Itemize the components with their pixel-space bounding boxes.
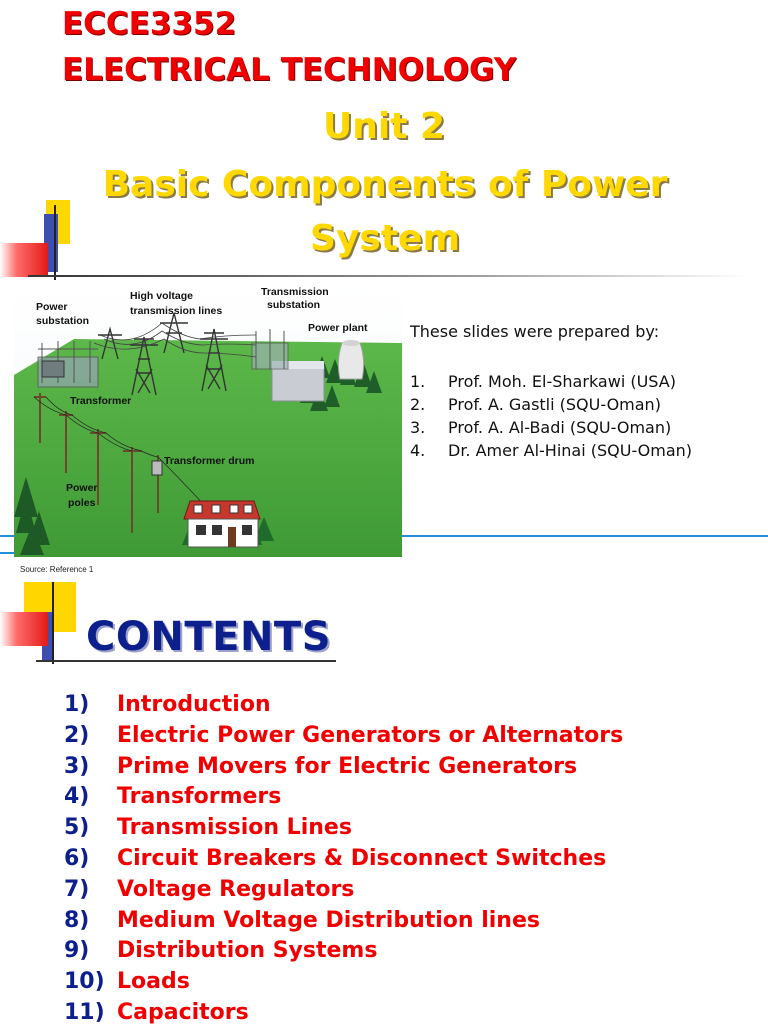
label-transformer: Transformer	[70, 395, 131, 407]
label-hv-lines: High voltage	[130, 290, 193, 302]
label-transmission-substation: Transmission	[261, 286, 329, 298]
contents-item: 3)Prime Movers for Electric Generators	[64, 753, 578, 779]
distribution-poles	[34, 393, 159, 533]
prepared-by-heading: These slides were prepared by:	[410, 322, 660, 341]
contents-slide	[0, 582, 768, 1024]
transformer-unit	[41, 360, 65, 378]
topic-title-line1: Basic Components of Power	[102, 164, 668, 205]
label-power-substation-2: substation	[36, 315, 89, 327]
author-item: 2.Prof. A. Gastli (SQU-Oman)	[410, 395, 661, 414]
contents-list: 1)Introduction 2)Electric Power Generato…	[64, 690, 623, 1029]
contents-item: 5)Transmission Lines	[64, 815, 352, 841]
contents-item: 6)Circuit Breakers & Disconnect Switches	[64, 845, 607, 871]
cooling-tower	[337, 342, 365, 380]
accent-vertical-line	[54, 205, 56, 280]
unit-title: Unit 2	[323, 106, 445, 147]
contents-item: 1)Introduction	[64, 692, 271, 717]
author-item: 4.Dr. Amer Al-Hinai (SQU-Oman)	[410, 441, 693, 460]
authors-list: 1.Prof. Moh. El-Sharkawi (USA) 2.Prof. A…	[410, 370, 692, 462]
label-transmission-substation-2: substation	[267, 299, 320, 311]
contents-item: 2)Electric Power Generators or Alternato…	[64, 722, 624, 748]
contents-item: 11)Capacitors	[64, 999, 249, 1025]
label-power-poles-2: poles	[68, 497, 96, 509]
contents-item: 10)Loads	[64, 969, 190, 995]
transformer-drum	[151, 460, 163, 476]
power-plant-building	[271, 366, 325, 402]
label-power-plant: Power plant	[308, 322, 368, 334]
divider-left-tick	[0, 535, 14, 537]
label-power-poles: Power	[66, 482, 98, 494]
accent-red-block	[0, 243, 48, 277]
contents-underline	[36, 660, 336, 662]
contents-item: 8)Medium Voltage Distribution lines	[64, 907, 540, 933]
course-code: ECCE3352	[62, 6, 237, 42]
hv-towers	[98, 312, 228, 396]
accent-vertical-line	[52, 582, 54, 664]
label-power-substation: Power	[36, 301, 68, 313]
contents-item: 4)Transformers	[64, 784, 282, 810]
house	[183, 500, 261, 548]
course-name: ELECTRICAL TECHNOLOGY	[62, 52, 517, 88]
accent-red-block	[0, 612, 48, 646]
topic-title-line2: System	[310, 218, 460, 259]
contents-title: CONTENTS	[86, 614, 332, 660]
contents-item: 9)Distribution Systems	[64, 938, 378, 964]
label-hv-lines-2: transmission lines	[130, 305, 222, 317]
source-note: Source: Reference 1	[20, 565, 94, 574]
title-underline	[28, 275, 748, 277]
author-item: 3.Prof. A. Al-Badi (SQU-Oman)	[410, 418, 672, 437]
label-transformer-drum: Transformer drum	[164, 455, 254, 467]
contents-item: 7)Voltage Regulators	[64, 876, 355, 902]
slide-divider	[402, 535, 768, 537]
author-item: 1.Prof. Moh. El-Sharkawi (USA)	[410, 372, 676, 391]
power-system-illustration: Power substation High voltage transmissi…	[14, 283, 402, 557]
divider-left-tick-2	[0, 552, 14, 554]
title-slide: ECCE3352 ELECTRICAL TECHNOLOGY Unit 2 Ba…	[0, 6, 748, 574]
